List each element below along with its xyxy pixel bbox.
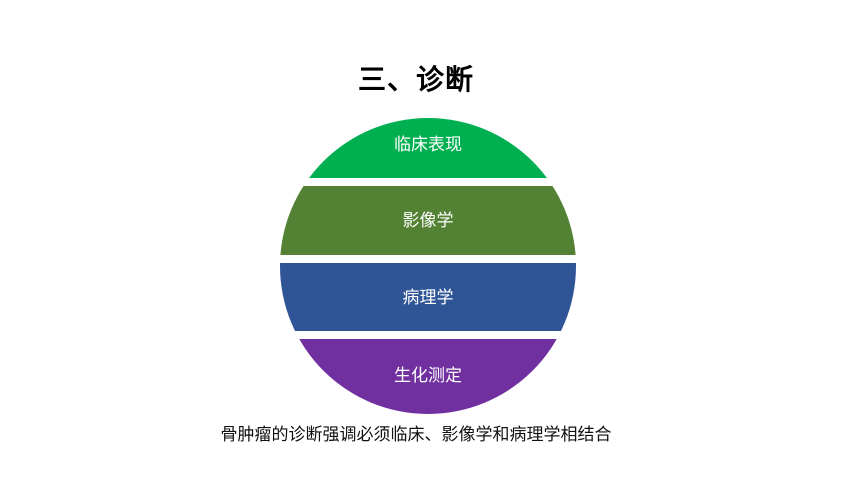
page-title: 三、诊断	[357, 63, 474, 96]
diagram-caption: 骨肿瘤的诊断强调必须临床、影像学和病理学相结合	[220, 425, 612, 445]
layer-label-1: 影像学	[403, 211, 454, 231]
layer-label-2: 病理学	[403, 288, 454, 308]
layer-band-1	[280, 186, 576, 255]
layer-label-0: 临床表现	[394, 135, 462, 155]
layer-band-2	[280, 263, 576, 331]
layer-label-3: 生化测定	[394, 366, 462, 386]
